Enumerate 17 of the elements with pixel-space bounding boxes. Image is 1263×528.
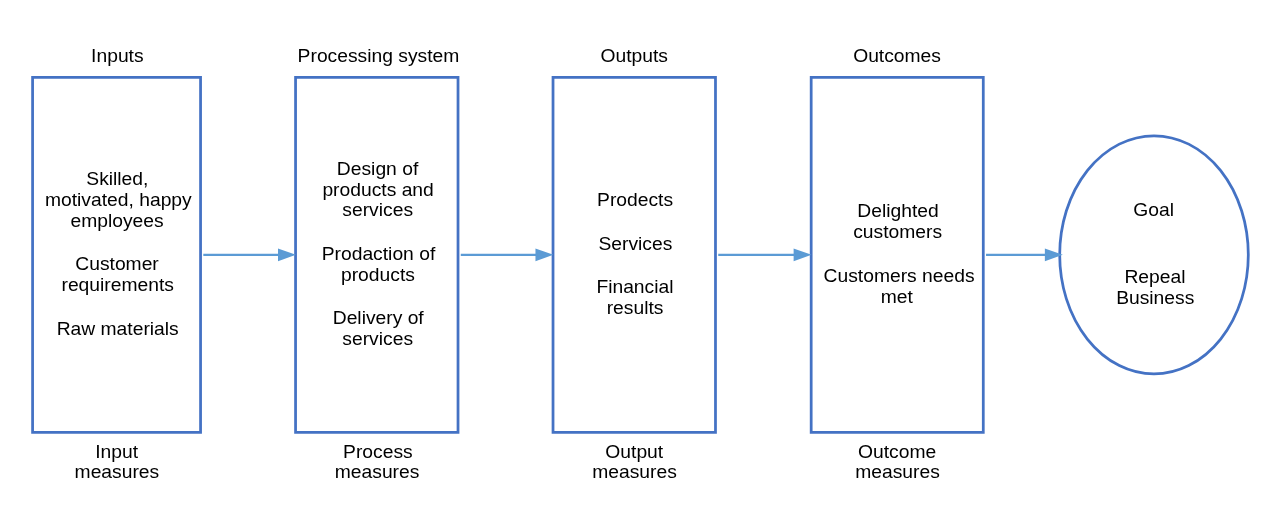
node-label: Input measures [74,440,160,482]
node-label: Outcome measures [855,440,940,482]
arrow [718,248,812,261]
node-label: Output measures [592,440,677,482]
node-label: Inputs [91,44,144,66]
node-label: Outcomes [853,44,941,66]
node-box: Delighted customers Customers needs met [809,75,985,434]
arrow [460,248,554,261]
node-label: Processing system [297,44,460,66]
node-label: Process measures [334,440,420,482]
arrow [203,248,296,261]
node-box: Prodects Services Financial results [551,75,717,434]
node-ellipse: Goal Repeal Business [1058,133,1250,375]
node-label: Outputs [600,44,668,66]
arrow [986,248,1063,261]
node-box: Skilled, motivated, happy employees Customer requirements Raw materials [31,75,202,434]
node-box: Design of products and services Prodaction of products Delivery of services [294,75,460,434]
